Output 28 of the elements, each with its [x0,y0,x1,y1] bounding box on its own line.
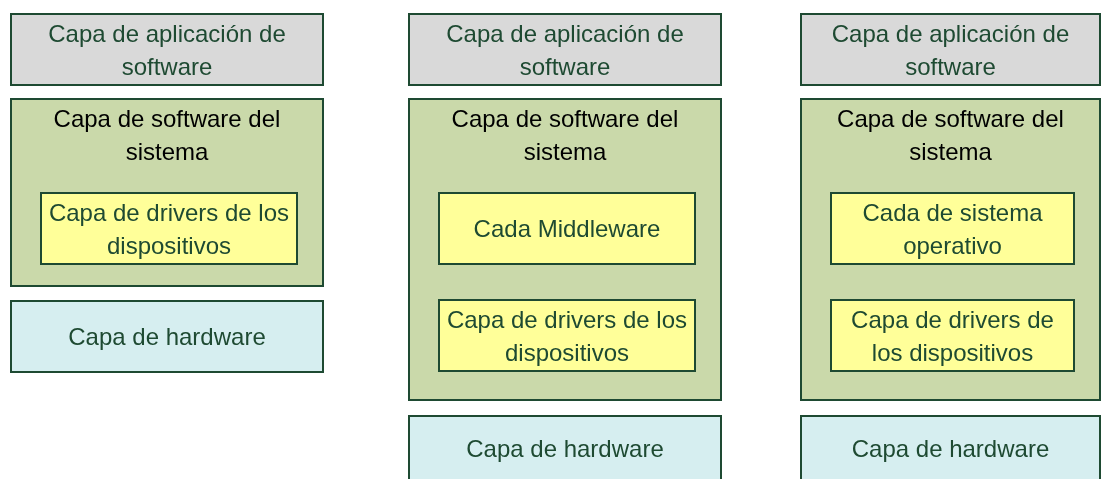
layer-box [830,299,1075,372]
layer-label: Capa de aplicación de software [445,18,685,82]
layer-label: Capa de hardware [67,322,267,352]
system-layer-box [408,98,722,401]
system-layer-box [10,98,324,287]
layer-label: Capa de aplicación de software [830,18,1071,82]
hardware-layer-box [800,415,1101,479]
layer-label: Capa de hardware [465,433,665,464]
layer-box [830,192,1075,265]
layer-label: Capa de drivers de los dispositivos [47,197,291,261]
layer-label: Capa de drivers de los dispositivos [850,304,1055,368]
hardware-layer-box [408,415,722,479]
layer-box [40,192,298,265]
application-layer-box [408,13,722,86]
hardware-layer-box [10,300,324,373]
layer-label: Cada de sistema operativo [861,197,1044,261]
layer-label: Capa de software del sistema [450,104,680,167]
layer-label: Capa de software del sistema [836,104,1065,167]
layer-label: Capa de software del sistema [52,104,282,167]
layer-box [438,192,696,265]
layer-label: Capa de hardware [850,433,1051,464]
layer-label: Capa de aplicación de software [47,18,287,82]
application-layer-box [10,13,324,86]
layer-label: Capa de drivers de los dispositivos [445,304,689,368]
system-layer-box [800,98,1101,401]
layer-label: Cada Middleware [472,214,662,244]
layer-box [438,299,696,372]
application-layer-box [800,13,1101,86]
